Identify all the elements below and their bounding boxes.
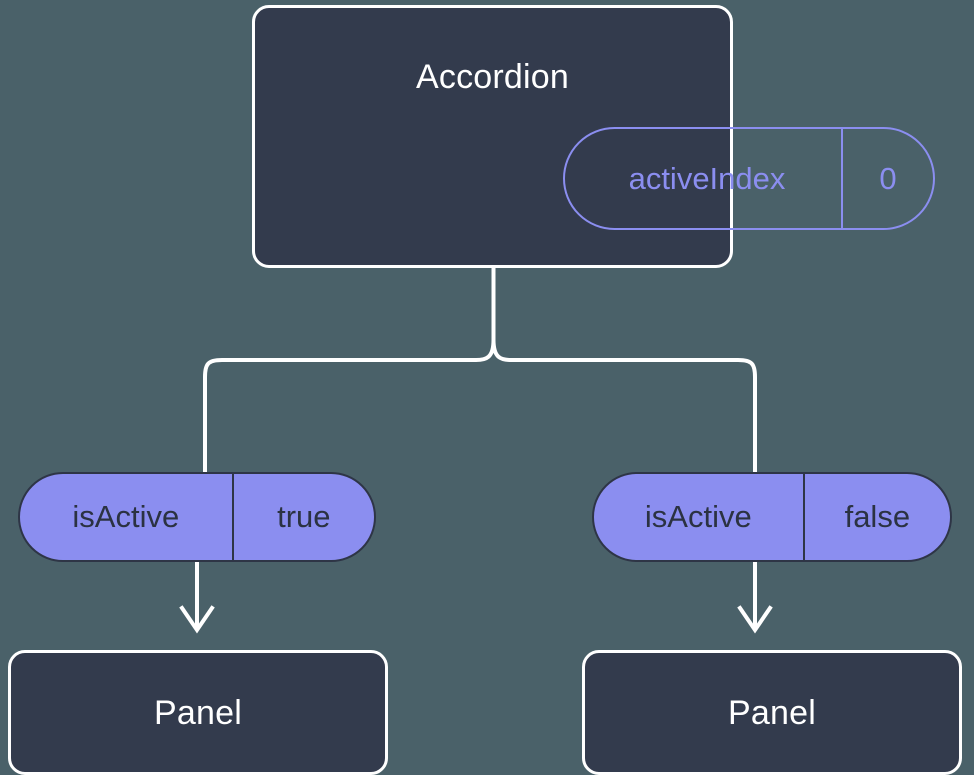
prop-pill-activeindex[interactable]: activeIndex 0 [563, 127, 935, 230]
prop-pill-key: isActive [72, 499, 180, 534]
prop-pill-isactive-false[interactable]: isActive false [592, 472, 952, 562]
prop-pill-value: false [802, 474, 950, 560]
component-node-accordion[interactable]: Accordion activeIndex 0 [252, 5, 935, 268]
prop-pill-value: true [231, 474, 374, 560]
arrow-left-head [179, 605, 215, 634]
arrow-right-head [737, 605, 773, 634]
prop-pill-key: isActive [644, 499, 752, 534]
branch-left-line [203, 339, 496, 475]
prop-pill-value: 0 [841, 129, 933, 228]
prop-pill-isactive-true[interactable]: isActive true [18, 472, 376, 562]
branch-right-line [491, 339, 757, 475]
component-name-label: Panel [154, 694, 242, 732]
component-node-panel-right[interactable]: Panel [582, 650, 962, 775]
component-name-label: Panel [728, 694, 816, 732]
prop-pill-key: activeIndex [628, 160, 786, 196]
component-name-label: Accordion [416, 58, 569, 96]
component-node-panel-left[interactable]: Panel [8, 650, 388, 775]
